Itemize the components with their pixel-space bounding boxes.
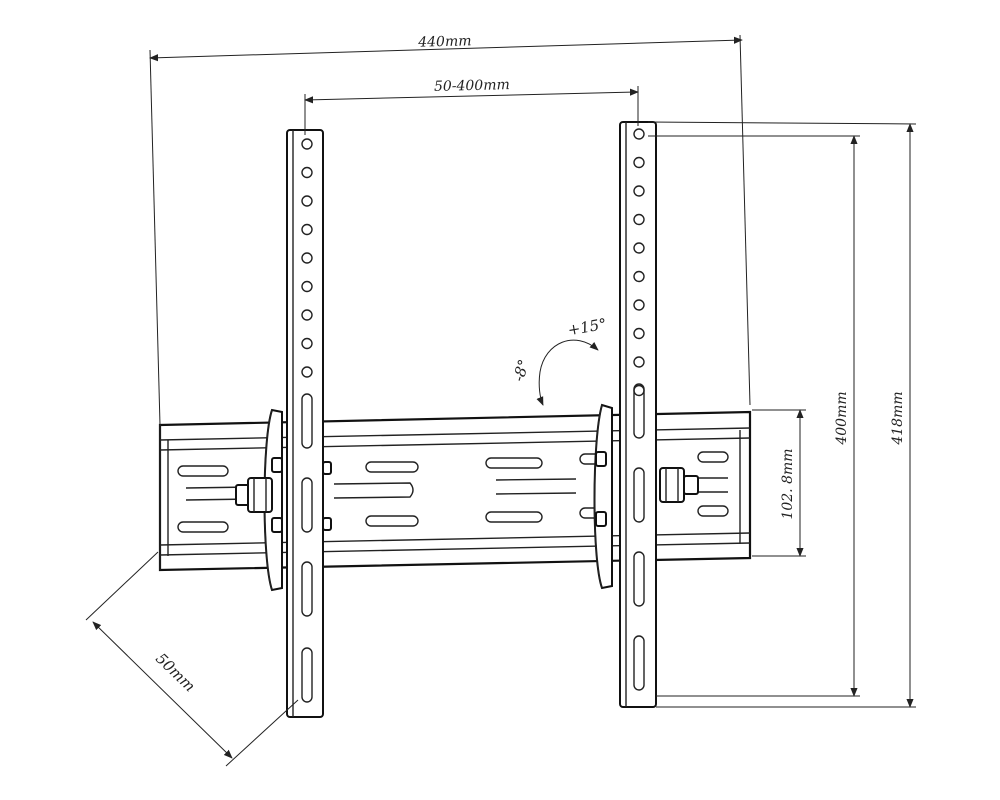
arm-slot — [633, 635, 645, 691]
label-overall-width: 440mm — [417, 33, 472, 51]
arm-hole — [633, 242, 645, 254]
arm-hole — [301, 195, 313, 207]
label-overall-height: 418mm — [890, 391, 906, 445]
dim-depth: 50mm — [85, 551, 299, 767]
arm-slot — [633, 383, 645, 439]
tilt-plate-left — [263, 408, 283, 592]
tilt-indicator: +15° -8° — [509, 315, 608, 406]
rail-slot — [485, 457, 543, 469]
arm-hole — [633, 299, 645, 311]
label-vertical-span: 400mm — [834, 391, 850, 445]
knob-right — [322, 451, 699, 531]
dim-vertical-span: 400mm — [648, 135, 860, 697]
tilt-plate-right — [593, 403, 613, 590]
arm-hole — [301, 366, 313, 378]
vertical-arm-right — [619, 121, 657, 708]
arm-slot — [301, 393, 313, 449]
vertical-arm-left — [286, 129, 324, 718]
arm-hole — [301, 337, 313, 350]
rail-slots — [177, 451, 729, 533]
arm-hole — [633, 356, 645, 368]
label-rail-height: 102. 8mm — [780, 448, 796, 519]
arm-hole — [633, 156, 645, 169]
rail-slot — [495, 478, 577, 495]
rail-slot — [697, 451, 729, 463]
rail-slot — [365, 461, 419, 473]
dim-overall-width: 440mm — [149, 33, 751, 426]
arm-slot — [633, 467, 645, 523]
arm-hole — [301, 166, 313, 179]
rail-slot — [177, 465, 229, 477]
dim-overall-height: 418mm — [647, 121, 917, 708]
rail-slot — [365, 515, 419, 527]
arm-hole — [301, 252, 313, 264]
rail-slot — [697, 505, 729, 517]
dim-hole-spacing: 50-400mm — [304, 77, 639, 135]
knob-left — [235, 457, 283, 533]
arm-slot — [633, 551, 645, 607]
arm-hole — [301, 138, 313, 150]
arm-hole — [301, 280, 313, 293]
wall-rail-plate — [158, 410, 752, 572]
arm-slot — [301, 477, 313, 533]
label-depth: 50mm — [152, 649, 199, 695]
arm-slot — [301, 647, 313, 703]
arm-hole — [633, 213, 645, 226]
label-tilt-down: -8° — [509, 357, 533, 384]
arm-hole — [633, 327, 645, 340]
label-tilt-up: +15° — [566, 315, 608, 340]
rail-slot — [485, 511, 543, 523]
arm-hole — [633, 185, 645, 197]
arm-hole — [633, 270, 645, 283]
rail-slot — [333, 482, 414, 499]
arm-hole — [301, 309, 313, 321]
label-hole-spacing: 50-400mm — [434, 77, 510, 95]
arm-hole — [301, 223, 313, 236]
arm-hole — [633, 128, 645, 140]
arm-slot — [301, 561, 313, 617]
rail-slot — [177, 521, 229, 533]
dim-rail-height: 102. 8mm — [752, 409, 806, 557]
